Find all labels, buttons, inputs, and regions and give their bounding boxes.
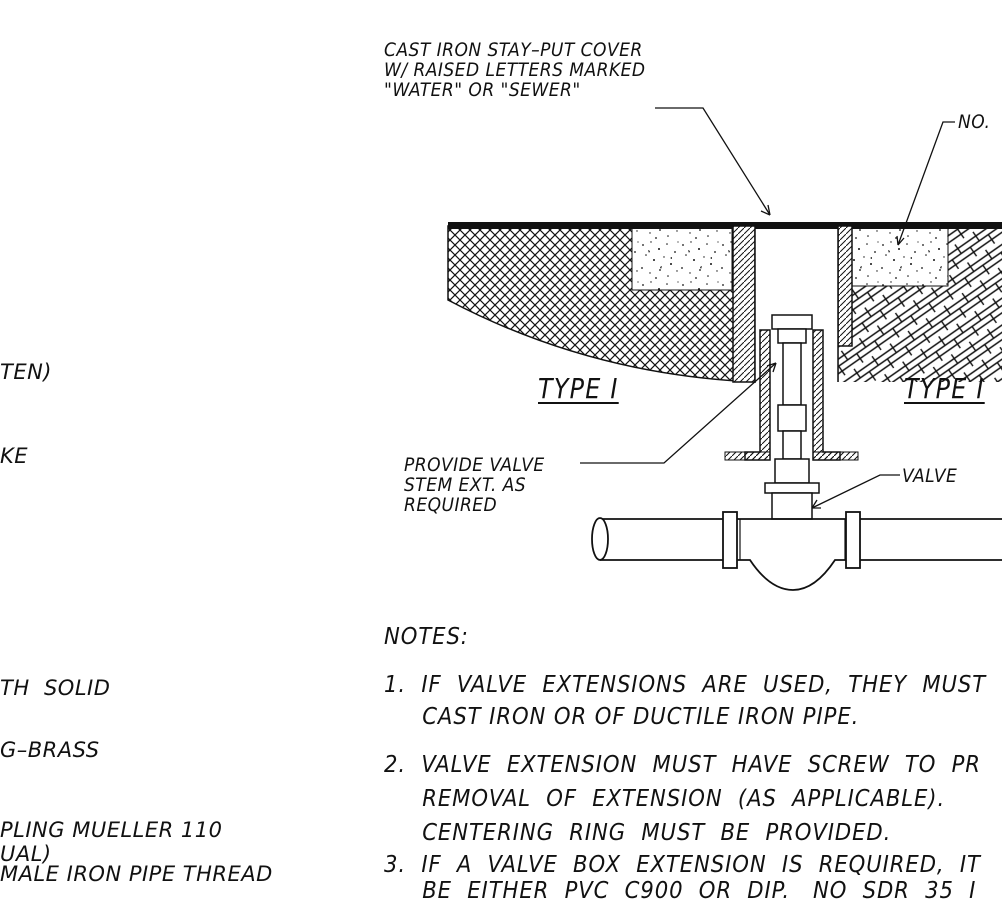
note-line-3: 2. VALVE EXTENSION MUST HAVE SCREW TO PR	[384, 752, 981, 778]
note-line-2: CAST IRON OR OF DUCTILE IRON PIPE.	[384, 704, 860, 730]
note-line-4: REMOVAL OF EXTENSION (AS APPLICABLE).	[384, 786, 946, 812]
left-fragment-6: UAL)	[0, 842, 52, 866]
stem-ext-callout-line-2: STEM EXT. AS	[404, 474, 527, 496]
top-right-callout: NO.	[958, 111, 991, 133]
cover-callout-line-3: "WATER" OR "SEWER"	[384, 79, 581, 101]
valve-and-pipe	[591, 458, 1002, 591]
stem-ext-callout-line-3: REQUIRED	[404, 494, 498, 516]
note-line-7: BE EITHER PVC C900 OR DIP. NO SDR 35 I	[384, 878, 977, 904]
cover-callout-line-2: W/ RAISED LETTERS MARKED	[384, 59, 646, 81]
ground-surface	[448, 222, 1002, 229]
left-fragment-3: TH SOLID	[0, 676, 111, 700]
concrete-collar-left	[631, 227, 733, 291]
left-fragment-4: G–BRASS	[0, 738, 100, 762]
leader-lines	[580, 107, 955, 509]
valve-stem	[771, 314, 813, 460]
note-line-6: 3. IF A VALVE BOX EXTENSION IS REQUIRED,…	[384, 852, 981, 878]
note-line-1: 1. IF VALVE EXTENSIONS ARE USED, THEY MU…	[384, 672, 987, 698]
cover-callout-line-1: CAST IRON STAY–PUT COVER	[384, 39, 643, 61]
type-2-label: TYPE I	[904, 372, 985, 405]
notes-heading: NOTES:	[384, 624, 469, 650]
type-1-label: TYPE I	[538, 372, 619, 405]
stem-ext-callout-line-1: PROVIDE VALVE	[404, 454, 545, 476]
left-fragment-2: KE	[0, 444, 29, 468]
valve-box-bottom	[724, 329, 859, 461]
valve-callout: VALVE	[902, 465, 958, 487]
left-fragment-5: PLING MUELLER 110	[0, 818, 223, 842]
left-fragment-7: MALE IRON PIPE THREAD	[0, 862, 273, 886]
concrete-collar-right	[847, 227, 949, 287]
left-fragment-1: TEN)	[0, 360, 52, 384]
note-line-5: CENTERING RING MUST BE PROVIDED.	[384, 820, 892, 846]
